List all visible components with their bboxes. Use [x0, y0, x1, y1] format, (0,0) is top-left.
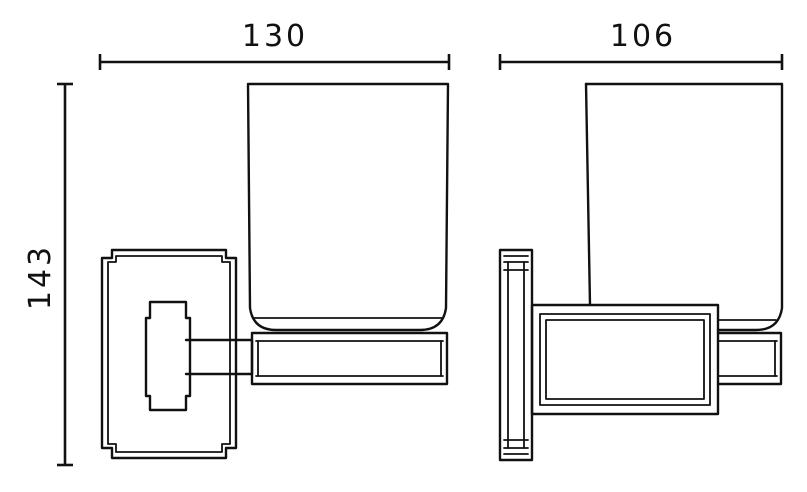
side-wall-plate	[498, 248, 534, 462]
width-dimension: 130	[98, 19, 451, 70]
depth-dimension-label: 106	[610, 19, 676, 54]
side-arm	[530, 303, 720, 416]
holder-arm	[184, 338, 254, 376]
width-dimension-label: 130	[242, 19, 308, 54]
side-view	[498, 82, 784, 462]
depth-dimension: 106	[498, 19, 784, 70]
ring-holder	[250, 331, 449, 386]
tumbler-cup	[246, 82, 450, 332]
mount-boss	[144, 300, 192, 412]
wall-plate	[100, 248, 238, 460]
height-dimension-label: 143	[23, 244, 58, 310]
height-dimension: 143	[23, 82, 73, 467]
front-view	[100, 82, 450, 460]
side-ring-holder	[716, 331, 783, 386]
side-tumbler-cup	[584, 82, 784, 332]
